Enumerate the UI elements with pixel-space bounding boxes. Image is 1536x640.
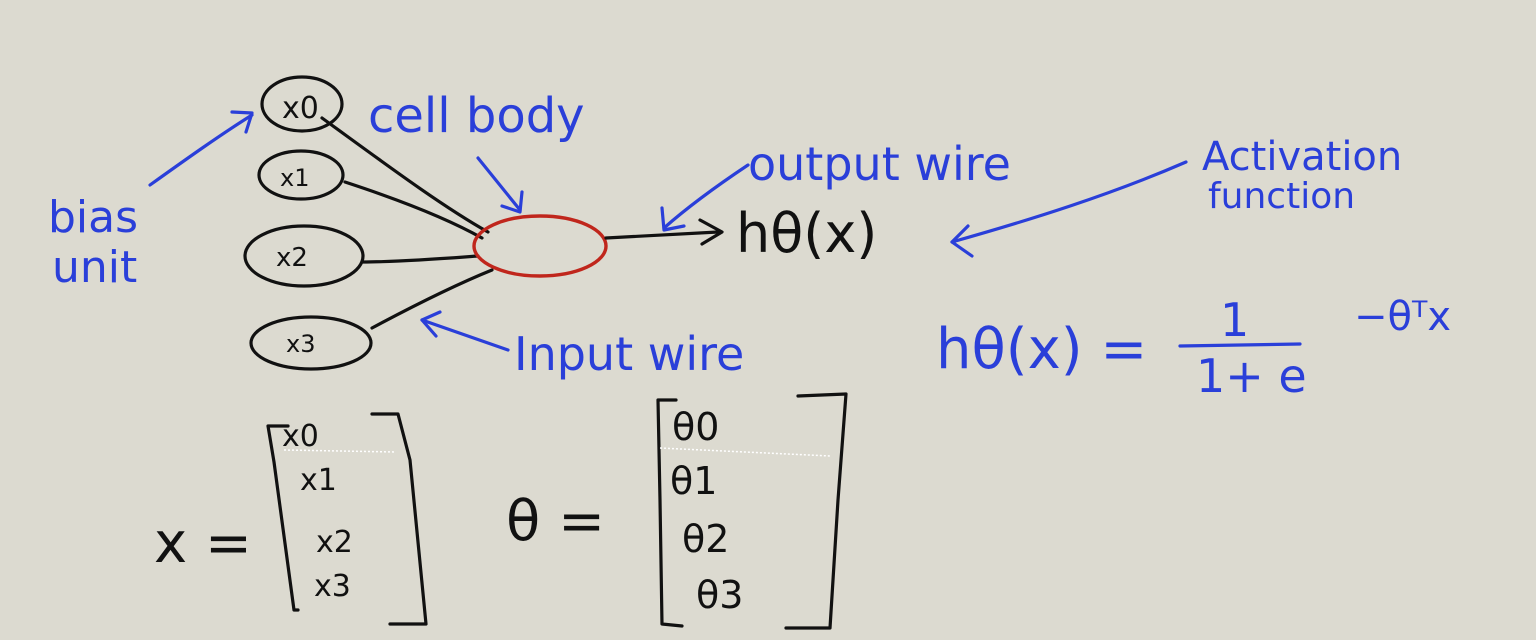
theta-vector-entry: θ3 xyxy=(696,573,743,617)
wire-x2 xyxy=(360,254,480,264)
wire-x1 xyxy=(343,180,484,240)
x-vector-entry: x1 xyxy=(300,463,337,498)
theta-vector-left-bracket xyxy=(656,398,684,628)
bias-arrowhead xyxy=(230,110,254,134)
theta-vector-entry: θ0 xyxy=(672,405,719,449)
input-wire-arrow xyxy=(420,318,510,352)
cell-body-circle xyxy=(472,214,608,278)
input-node-x0: x0 xyxy=(260,75,344,133)
theta-vector-separator xyxy=(659,447,831,457)
wire-x3 xyxy=(370,268,494,330)
formula-lhs: hθ(x) = xyxy=(936,317,1147,382)
annotations: cell body output wire Activation functio… xyxy=(48,88,1402,381)
output-wire-label: output wire xyxy=(748,137,1011,191)
theta-vector-entry: θ2 xyxy=(682,517,729,561)
activation-arrow xyxy=(950,160,1188,244)
input-wire-arrowhead xyxy=(420,310,442,338)
output-wire xyxy=(604,230,720,240)
x-vector-separator xyxy=(283,449,397,453)
theta-vector-entry: θ1 xyxy=(670,459,717,503)
x-vector-entry: x0 xyxy=(282,419,319,454)
x-vector: x = x0 x1 x2 x3 xyxy=(154,412,428,626)
input-node-label: x0 xyxy=(282,91,319,126)
theta-vector: θ = θ0 θ1 θ2 θ3 xyxy=(506,392,848,630)
activation-label-line1: Activation xyxy=(1202,134,1402,180)
output-wire-arrow xyxy=(662,163,750,230)
x-vector-entry: x2 xyxy=(316,525,353,560)
x-vector-right-bracket xyxy=(370,412,428,626)
bias-label-line2: unit xyxy=(52,242,137,293)
output-wire-arrowhead xyxy=(660,206,686,232)
input-node-label: x2 xyxy=(276,243,308,273)
wire-x0 xyxy=(320,116,490,234)
formula-fraction-bar xyxy=(1178,342,1302,348)
input-node-x3: x3 xyxy=(249,315,373,371)
bias-arrow xyxy=(148,113,254,187)
input-node-label: x3 xyxy=(286,330,315,358)
input-wire-label: Input wire xyxy=(514,327,744,381)
input-node-x1: x1 xyxy=(257,149,345,201)
activation-arrowhead xyxy=(950,224,974,258)
bias-label-line1: bias xyxy=(48,192,138,243)
output-label: hθ(x) xyxy=(736,202,877,265)
activation-label-line2: function xyxy=(1208,176,1355,217)
cell-body-label: cell body xyxy=(368,88,585,144)
input-wires xyxy=(320,116,494,330)
theta-vector-right-bracket xyxy=(784,392,848,630)
input-node-label: x1 xyxy=(280,164,309,192)
formula-denominator: 1+ e xyxy=(1196,349,1307,403)
output-arrowhead xyxy=(698,218,724,246)
theta-vector-symbol: θ = xyxy=(506,489,605,554)
formula-exponent: −θᵀx xyxy=(1354,294,1451,340)
sigmoid-formula: hθ(x) = 1 1+ e −θᵀx xyxy=(936,293,1451,403)
x-vector-left-bracket xyxy=(266,424,300,612)
x-vector-symbol: x = xyxy=(154,511,252,576)
x-vector-entry: x3 xyxy=(314,569,351,604)
formula-numerator: 1 xyxy=(1220,293,1249,347)
input-node-x2: x2 xyxy=(243,224,365,288)
cell-body-arrowhead xyxy=(500,190,524,214)
input-nodes: x0 x1 x2 x3 xyxy=(243,75,373,371)
cell-body-arrow xyxy=(476,156,522,212)
